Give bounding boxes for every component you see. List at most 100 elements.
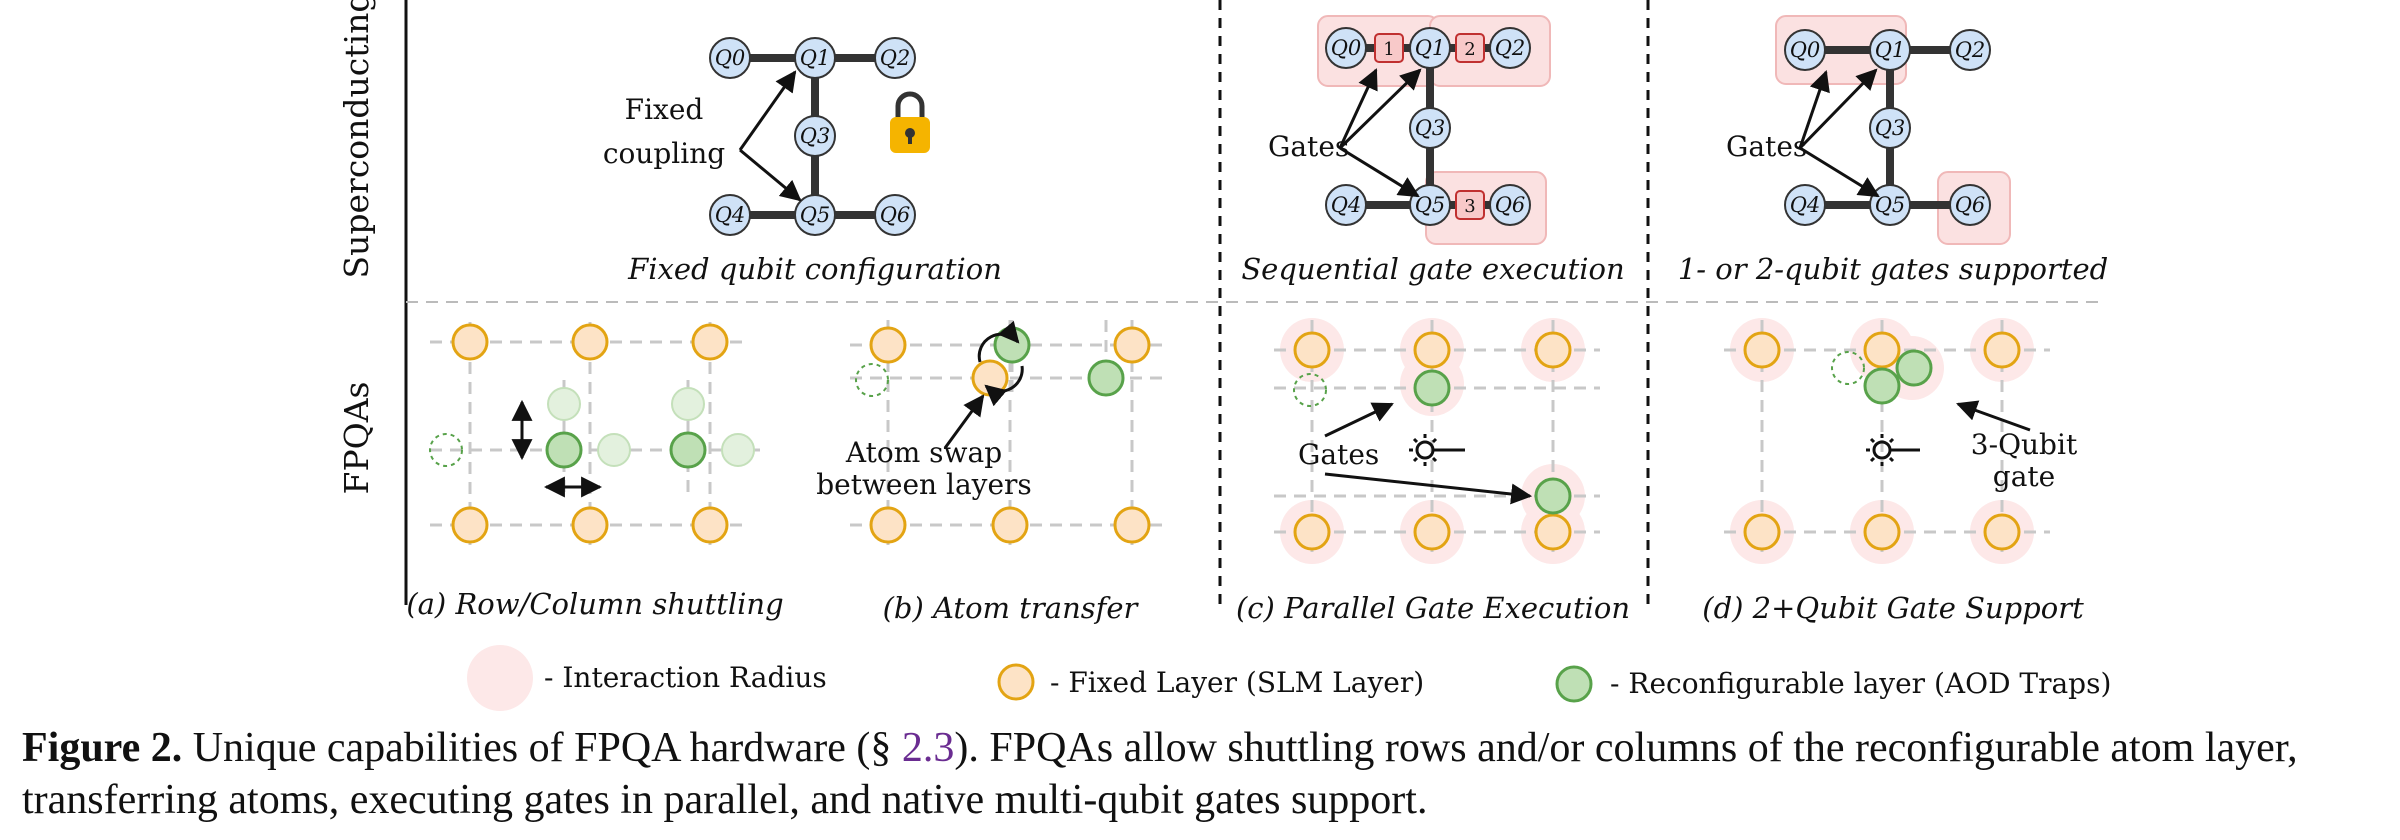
svg-text:Q4: Q4 (1790, 193, 1821, 217)
svg-text:Q2: Q2 (880, 46, 911, 70)
laser-icon (1866, 434, 1920, 466)
figure-caption: Figure 2. Unique capabilities of FPQA ha… (22, 722, 2392, 826)
qubit-q2: Q2 (874, 37, 916, 79)
qubit-q6: Q6 (1949, 184, 1991, 226)
svg-text:Q3: Q3 (1415, 116, 1446, 140)
fixed-atom (571, 506, 609, 544)
fixed-atom (1413, 331, 1451, 369)
fixed-atom (1983, 331, 2021, 369)
fixed-atom (1743, 331, 1781, 369)
fixed-coupling-label-1: Fixed (625, 93, 704, 126)
qubit-q1: Q1 (1869, 29, 1911, 71)
empty-trap (429, 433, 463, 467)
qubit-q4: Q4 (1784, 184, 1826, 226)
qubit-q1: Q1 (1409, 27, 1451, 69)
reconfigurable-atom (669, 431, 707, 469)
fixed-atom (1113, 326, 1151, 364)
legend: - Interaction Radius - Fixed Layer (SLM … (467, 645, 2111, 711)
three-qubit-gate-label-2: gate (1993, 460, 2055, 493)
ghost-atom (721, 433, 755, 467)
svg-text:Q3: Q3 (1875, 116, 1906, 140)
fixed-atom (1293, 513, 1331, 551)
empty-trap (1293, 373, 1327, 407)
svg-text:2: 2 (1464, 39, 1475, 60)
top-panel-1-2-qubit-gates: Q0 Q1 Q2 Q3 Q4 Q5 Q6 Gates 1- or 2-qubit… (1678, 15, 2108, 286)
fixed-atom (869, 506, 907, 544)
caption-multi-qubit-gate-support: (d) 2+Qubit Gate Support (1702, 591, 2084, 625)
legend-interaction-radius-label: - Interaction Radius (544, 661, 827, 694)
qubit-q5: Q5 (1409, 184, 1451, 226)
fixed-atom (1743, 513, 1781, 551)
legend-reconfigurable-layer-label: - Reconfigurable layer (AOD Traps) (1610, 667, 2111, 700)
svg-text:Q5: Q5 (1875, 193, 1906, 217)
svg-text:Q1: Q1 (1415, 36, 1446, 60)
top-panel-sequential-gates: 1 2 3 Q0 Q1 Q2 Q3 Q4 Q5 Q6 Gates Sequent… (1241, 15, 1625, 286)
atom-swap-label-2: between layers (816, 468, 1032, 501)
gates-label: Gates (1726, 130, 1807, 163)
svg-text:Q2: Q2 (1495, 36, 1526, 60)
svg-text:Q0: Q0 (715, 46, 746, 70)
svg-text:Q1: Q1 (800, 46, 831, 70)
caption-text-1: Unique capabilities of FPQA hardware (§ (192, 725, 902, 771)
svg-text:Q6: Q6 (1495, 193, 1526, 217)
qubit-q0: Q0 (1325, 27, 1367, 69)
reconfigurable-atom (545, 431, 583, 469)
fixed-atom (1113, 506, 1151, 544)
top-panel-fixed-coupling: Q0 Q1 Q2 Q3 Q4 Q5 Q6 Fixed coupling Fixe… (603, 37, 1002, 286)
ghost-atom (547, 387, 581, 421)
fixed-atom (691, 323, 729, 361)
caption-sequential-gate-execution: Sequential gate execution (1241, 252, 1624, 286)
qubit-q4: Q4 (709, 194, 751, 236)
qubit-q6: Q6 (1489, 184, 1531, 226)
atom-swap-label-1: Atom swap (845, 436, 1002, 469)
svg-text:Q0: Q0 (1790, 38, 1821, 62)
fixed-atom (1534, 331, 1572, 369)
qubit-q2: Q2 (1949, 29, 1991, 71)
legend-fixed-layer-label: - Fixed Layer (SLM Layer) (1050, 666, 1424, 699)
svg-text:Q4: Q4 (715, 203, 746, 227)
qubit-q2: Q2 (1489, 27, 1531, 69)
section-reference-link[interactable]: 2.3 (901, 725, 955, 771)
svg-text:3: 3 (1464, 196, 1475, 217)
gate-1: 1 (1374, 33, 1404, 63)
ghost-atom (671, 387, 705, 421)
fixed-atom (1863, 513, 1901, 551)
row-label-superconducting: Superconducting (337, 0, 376, 278)
qubit-q3: Q3 (1409, 107, 1451, 149)
legend-reconfigurable-layer-swatch (1555, 665, 1593, 703)
bottom-panel-atom-transfer: Atom swap between layers (b) Atom transf… (816, 320, 1170, 625)
fixed-atom (451, 506, 489, 544)
reconfigurable-atom (1087, 359, 1125, 397)
fixed-atom (451, 323, 489, 361)
qubit-q4: Q4 (1325, 184, 1367, 226)
svg-text:Q1: Q1 (1875, 38, 1906, 62)
fixed-atom (1983, 513, 2021, 551)
svg-text:Q3: Q3 (800, 124, 831, 148)
fixed-coupling-label-2: coupling (603, 137, 725, 170)
row-label-fpqas: FPQAs (337, 382, 376, 495)
qubit-q1: Q1 (794, 37, 836, 79)
qubit-q0: Q0 (709, 37, 751, 79)
svg-text:Q2: Q2 (1955, 38, 1986, 62)
fixed-atom (691, 506, 729, 544)
gates-label: Gates (1268, 130, 1349, 163)
svg-text:Q5: Q5 (1415, 193, 1446, 217)
svg-text:Q6: Q6 (880, 203, 911, 227)
reconfigurable-atom (1863, 367, 1901, 405)
fixed-atom (1863, 331, 1901, 369)
laser-icon (1409, 434, 1465, 466)
svg-text:Q5: Q5 (800, 203, 831, 227)
fixed-atom (869, 326, 907, 364)
qubit-q6: Q6 (874, 194, 916, 236)
qubit-q3: Q3 (794, 115, 836, 157)
bottom-panel-parallel-gate-execution: Gates (c) Parallel Gate Execution (1236, 318, 1630, 625)
ghost-atom (597, 433, 631, 467)
reconfigurable-atom (1413, 369, 1451, 407)
gate-3: 3 (1455, 190, 1485, 220)
qubit-q5: Q5 (794, 194, 836, 236)
lock-icon (890, 91, 930, 153)
gate-2: 2 (1455, 33, 1485, 63)
legend-interaction-radius-swatch (467, 645, 533, 711)
reconfigurable-atom (1895, 349, 1933, 387)
